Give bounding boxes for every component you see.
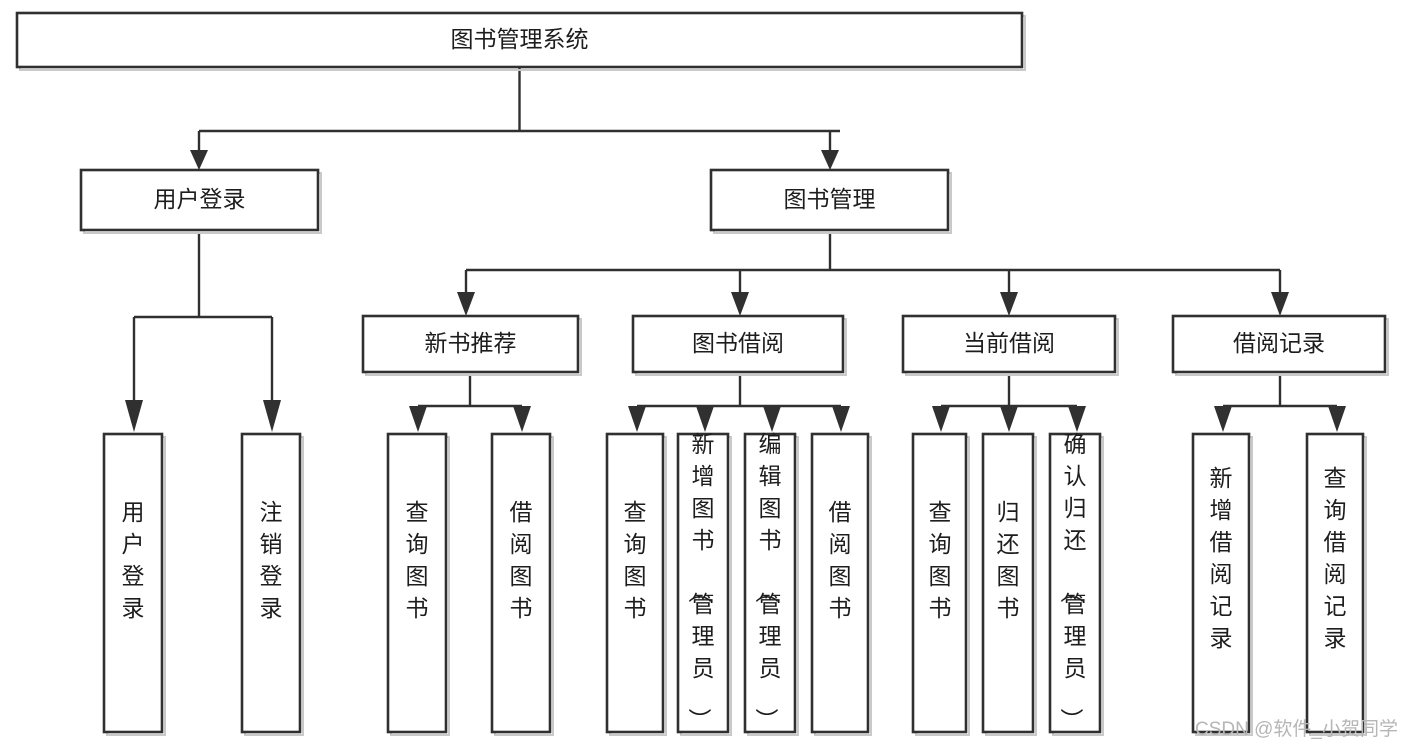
node-borrow-record[interactable]: 借阅记录 (1171, 314, 1389, 376)
node-leaf-query-book-2[interactable]: 查询图书 (605, 432, 667, 736)
arrow-leaf-query-book-1 (409, 406, 427, 432)
leaf-query-record-box (1305, 432, 1365, 734)
arrow-to-new-book-recommend (457, 292, 475, 316)
leaf-user-login-box (102, 432, 164, 734)
leaf-borrow-book-1-label: 借阅图书 (510, 499, 533, 621)
arrow-leaf-confirm-return (1068, 406, 1086, 432)
new-book-recommend-label: 新书推荐 (425, 330, 517, 356)
current-borrow-box (901, 314, 1117, 374)
watermark-label: CSDN @软件_小贺同学 (1195, 718, 1398, 740)
leaf-query-book-2-label: 查询图书 (624, 499, 647, 621)
arrow-to-book-borrow (731, 292, 749, 316)
arrow-leaf-edit-book (763, 406, 781, 432)
leaf-borrow-book-1-box (490, 432, 552, 734)
leaf-query-book-2-box (605, 432, 665, 734)
root-box (15, 11, 1024, 69)
leaf-user-login-label: 用户登录 (122, 499, 145, 621)
leaf-logout-login-box (240, 432, 302, 734)
arrow-leaf-logout-login (263, 400, 281, 432)
arrow-to-user-login (190, 150, 208, 170)
node-leaf-query-book-3[interactable]: 查询图书 (911, 432, 970, 736)
arrow-leaf-user-login (125, 400, 143, 432)
leaf-query-book-3-box (911, 432, 968, 734)
leaf-confirm-return-label: 确认归还（管理员） (1059, 431, 1087, 731)
node-leaf-query-book-1[interactable]: 查询图书 (386, 432, 450, 736)
arrow-leaf-borrow-book-2 (832, 406, 850, 432)
arrow-to-current-borrow (1000, 292, 1018, 316)
node-leaf-borrow-book-2[interactable]: 借阅图书 (810, 432, 872, 736)
node-leaf-query-record[interactable]: 查询借阅记录 (1305, 432, 1367, 736)
current-borrow-label: 当前借阅 (963, 330, 1055, 356)
book-borrow-box (631, 314, 845, 374)
leaf-query-book-3-label: 查询图书 (929, 499, 952, 621)
node-leaf-return-book[interactable]: 归还图书 (981, 432, 1037, 736)
node-leaf-user-login[interactable]: 用户登录 (102, 432, 166, 736)
leaf-query-book-1-box (386, 432, 448, 734)
new-book-recommend-box (361, 314, 580, 374)
user-login-box (79, 168, 320, 232)
leaf-add-book-label: 新增图书（管理员） (687, 431, 715, 731)
leaf-borrow-book-2-label: 借阅图书 (829, 499, 852, 621)
leaf-query-book-1-label: 查询图书 (406, 499, 429, 621)
node-current-borrow[interactable]: 当前借阅 (901, 314, 1119, 376)
connector-layer (125, 67, 1346, 432)
node-leaf-add-book[interactable]: 新增图书（管理员） (676, 431, 732, 736)
book-borrow-label: 图书借阅 (692, 330, 784, 356)
book-management-box (709, 168, 950, 232)
leaf-return-book-box (981, 432, 1035, 734)
user-login-label: 用户登录 (154, 186, 246, 212)
node-user-login[interactable]: 用户登录 (79, 168, 322, 234)
leaf-logout-login-label: 注销登录 (260, 499, 283, 621)
root-label: 图书管理系统 (451, 26, 589, 52)
arrow-leaf-add-record (1214, 406, 1232, 432)
leaf-edit-book-box (743, 432, 797, 734)
node-leaf-add-record[interactable]: 新增借阅记录 (1191, 432, 1253, 736)
node-book-management[interactable]: 图书管理 (709, 168, 952, 234)
leaf-add-record-box (1191, 432, 1251, 734)
leaf-add-book-box (676, 432, 730, 734)
arrow-leaf-query-record (1328, 406, 1346, 432)
node-leaf-borrow-book-1[interactable]: 借阅图书 (490, 432, 554, 736)
leaf-borrow-book-2-box (810, 432, 870, 734)
leaf-return-book-label: 归还图书 (997, 499, 1020, 621)
borrow-record-label: 借阅记录 (1233, 330, 1325, 356)
arrow-leaf-query-book-3 (932, 406, 950, 432)
node-leaf-edit-book[interactable]: 编辑图书（管理员） (743, 431, 799, 736)
arrow-to-borrow-record (1271, 292, 1289, 316)
arrow-to-book-management (821, 150, 839, 170)
arrow-leaf-borrow-book-1 (513, 406, 531, 432)
leaf-add-record-label: 新增借阅记录 (1210, 465, 1233, 651)
node-root[interactable]: 图书管理系统 (15, 11, 1026, 71)
arrow-leaf-return-book (1000, 406, 1018, 432)
arrow-leaf-query-book-2 (628, 406, 646, 432)
borrow-record-box (1171, 314, 1387, 374)
leaf-query-record-label: 查询借阅记录 (1324, 465, 1347, 651)
book-management-label: 图书管理 (784, 186, 876, 212)
leaf-confirm-return-box (1048, 432, 1102, 734)
node-new-book-recommend[interactable]: 新书推荐 (361, 314, 582, 376)
node-leaf-logout-login[interactable]: 注销登录 (240, 432, 304, 736)
arrow-leaf-add-book (696, 406, 714, 432)
leaf-edit-book-label: 编辑图书（管理员） (754, 431, 782, 731)
node-leaf-confirm-return[interactable]: 确认归还（管理员） (1048, 431, 1104, 736)
node-book-borrow[interactable]: 图书借阅 (631, 314, 847, 376)
